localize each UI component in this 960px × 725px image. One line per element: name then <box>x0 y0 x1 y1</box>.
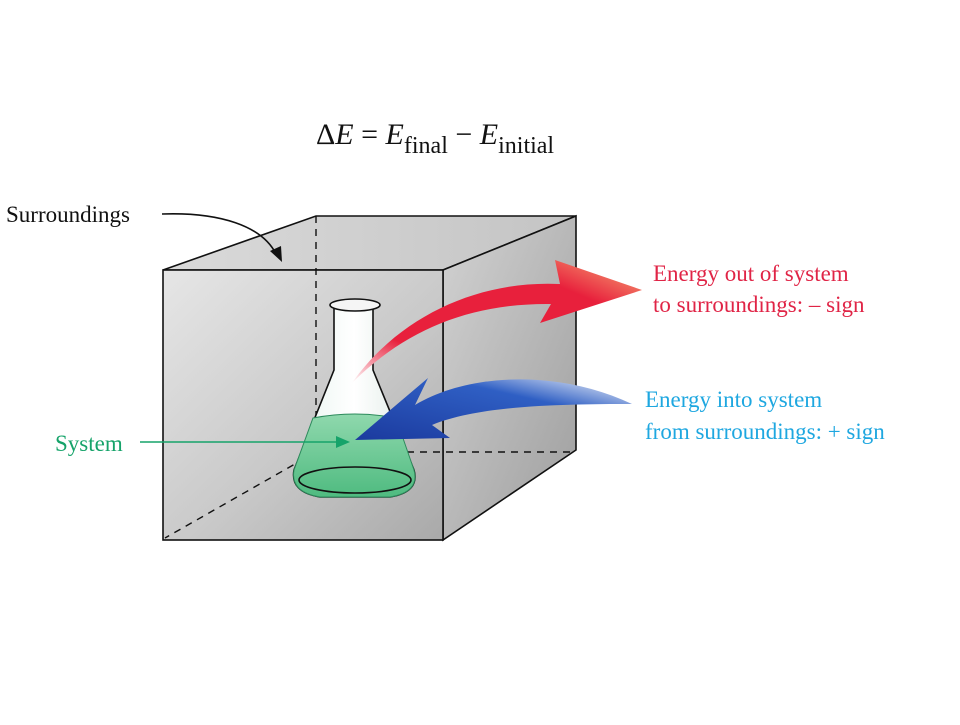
delta-symbol: Δ <box>316 118 336 151</box>
equation-term1-subscript: final <box>403 133 448 159</box>
equation-lhs-variable: E <box>335 118 354 151</box>
energy-in-label-line2: from surroundings: + sign <box>645 419 885 444</box>
energy-out-label-line2: to surroundings: – sign <box>653 292 865 317</box>
system-arrowhead-icon <box>336 436 350 448</box>
energy-change-equation: ΔE = Efinal − Einitial <box>316 118 554 160</box>
energy-in-label-line1: Energy into system <box>645 387 823 412</box>
surroundings-pointer-arrow <box>161 213 277 255</box>
curved-arrow-in-icon <box>355 378 632 440</box>
minus-sign: − <box>447 118 480 151</box>
surroundings-label: Surroundings <box>6 202 130 227</box>
energy-out-label-line1: Energy out of system <box>653 261 849 286</box>
equation-term2-variable: E <box>479 118 499 151</box>
curved-arrow-out-icon <box>352 260 642 383</box>
equation-term1-variable: E <box>385 118 404 151</box>
equals-sign: = <box>353 118 386 151</box>
equation-term2-subscript: initial <box>498 133 555 159</box>
surroundings-arrowhead-icon <box>270 246 282 262</box>
system-label: System <box>55 431 123 456</box>
